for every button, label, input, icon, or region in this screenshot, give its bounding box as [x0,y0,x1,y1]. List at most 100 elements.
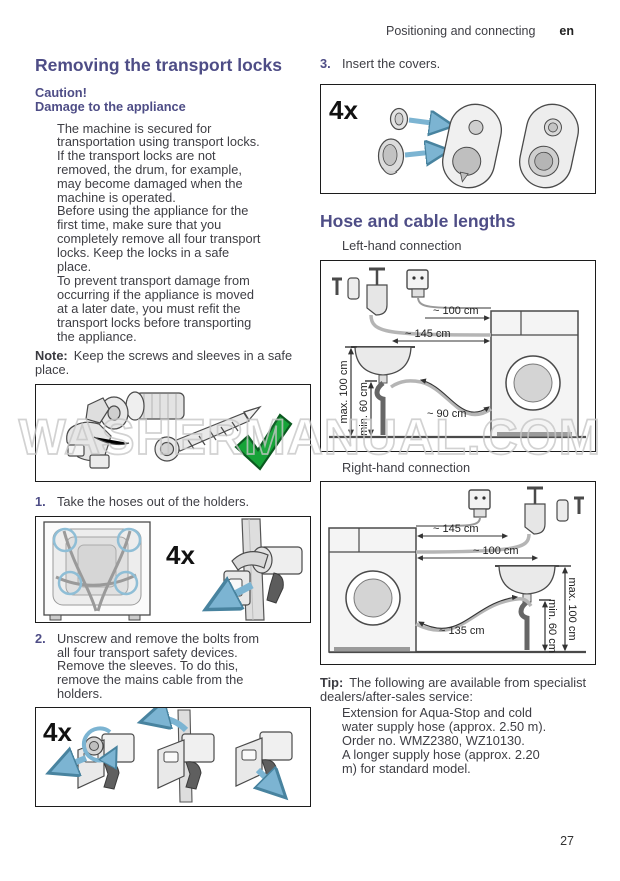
right-column: 3. Insert the covers. 4x [320,55,596,777]
unscrew-stage-3 [235,731,293,792]
hoses-in-holders-illustration: 4x [43,518,303,621]
figure-right-connection: ~ 145 cm ~ 100 cm ~ 135 cm max. 100 cm m… [320,481,596,666]
insert-arrow-bottom [404,151,443,155]
max-height-label: max. 100 cm [338,360,350,423]
list-item: Left-hand connection [320,237,596,253]
power-cable [417,296,492,309]
caution-bullet-list: The machine is secured for transportatio… [35,120,311,344]
quantity-label: 4x [166,540,195,570]
caution-title: Caution! [35,85,87,100]
drain-length-label: ~ 135 cm [439,625,485,637]
note-paragraph: Note:Keep the screws and sleeves in a sa… [35,349,311,377]
connection-label: Right-hand connection [342,459,471,475]
hose-holder-closeup [214,518,303,621]
page-number: 27 [560,834,574,848]
bullet-marker [35,274,57,343]
insert-arrow-top [408,120,447,125]
cover-plate-open [442,103,502,189]
connection-label: Left-hand connection [342,237,462,253]
left-connection-diagram: ~ 100 cm ~ 145 cm ~ 90 cm max. 100 cm mi… [329,267,586,438]
lock-position-highlights [52,527,142,595]
step-2: 2. Unscrew and remove the bolts from all… [35,630,311,701]
step-1: 1. Take the hoses out of the holders. [35,495,311,509]
tip-label: Tip: [320,675,344,691]
bullet-text: A longer supply hose (approx. 2.20 m) fo… [342,747,540,777]
cable-length-label: ~ 100 cm [433,305,479,317]
washing-machine-front [328,527,417,654]
pull-out-arrow [214,585,254,605]
quantity-label: 4x [329,95,358,125]
bullet-marker [320,461,342,475]
remove-arrow [148,718,189,732]
tip-text: The following are available from special… [320,675,587,705]
min-height-label: min. 60 cm [546,599,558,653]
screw-and-sleeve-icons [332,276,360,300]
caution-subtitle: Damage to the appliance [35,98,186,114]
list-item: A longer supply hose (approx. 2.20 m) fo… [320,748,596,776]
breadcrumb: Positioning and connecting [385,24,536,38]
note-text: Keep the screws and sleeves in a safe pl… [35,348,293,378]
sink-and-siphon [351,345,415,435]
unscrew-stage-2 [148,710,215,803]
check-mark-icon [234,413,293,471]
bullet-text: Extension for Aqua-Stop and cold water s… [342,704,547,748]
left-column: Removing the transport locks Caution! Da… [35,55,311,807]
cover-pieces [377,107,409,175]
min-height-label: min. 60 cm [358,382,370,436]
supply-length-label: ~ 145 cm [405,328,451,340]
figure-transport-lock-parts [35,383,311,482]
section-title-removing: Removing the transport locks [35,55,282,75]
height-dimensions: max. 100 cm min. 60 cm [338,345,377,436]
unscrew-bolts-illustration: 4x [43,708,293,803]
supply-length-label: ~ 145 cm [433,523,479,535]
list-item: Extension for Aqua-Stop and cold water s… [320,704,596,748]
washing-machine-front [490,309,579,438]
language-code: en [559,24,574,38]
section-title-hose-lengths: Hose and cable lengths [320,210,516,231]
height-dimensions: max. 100 cm min. 60 cm [539,565,578,653]
list-item: To prevent transport damage from occurri… [35,274,311,343]
list-item: The machine is secured for transportatio… [35,120,311,274]
screw-drawing [154,405,262,462]
sink-and-siphon [495,565,559,651]
list-item: Right-hand connection [320,459,596,475]
step-number: 3. [320,56,331,71]
tap-and-aquastop [524,486,546,535]
power-outlet [468,489,491,518]
step-text: Insert the covers. [342,56,441,71]
step-number: 1. [35,493,46,509]
pull-arrow [56,758,88,770]
transport-lock-drawing [66,391,185,469]
step-number: 2. [35,630,46,646]
figure-insert-covers: 4x [320,83,596,194]
cover-plate-done [519,103,579,189]
bullet-marker [320,748,342,776]
connection-list-right: Right-hand connection [320,459,596,475]
tip-paragraph: Tip:The following are available from spe… [320,676,596,704]
figure-hoses-in-holders: 4x [35,515,311,623]
step-text: Unscrew and remove the bolts from all fo… [57,630,259,701]
drain-dimension-curve [418,595,519,630]
quantity-label: 4x [43,717,72,747]
bullet-text: To prevent transport damage from occurri… [57,273,255,344]
tap-and-aquastop [366,267,388,316]
down-arrow [258,770,280,792]
supply-hose [369,314,492,337]
max-height-label: max. 100 cm [566,578,578,641]
step-3: 3. Insert the covers. [320,57,596,71]
unscrew-stage-1 [56,726,135,790]
bullet-text: The machine is secured for transportatio… [57,120,261,274]
rotate-arrow [81,726,114,760]
sleeve-and-screw-icons [556,496,584,522]
page-header: Positioning and connecting en [386,24,574,38]
insert-covers-illustration: 4x [329,95,579,189]
figure-unscrew-bolts: 4x [35,707,311,807]
bullet-marker [35,122,57,274]
bullet-marker [320,706,342,747]
supply-hose [415,534,531,555]
note-label: Note: [35,348,68,364]
washer-rear-view [43,521,151,621]
cable-length-label: ~ 100 cm [473,545,519,557]
connection-list-left: Left-hand connection [320,237,596,253]
